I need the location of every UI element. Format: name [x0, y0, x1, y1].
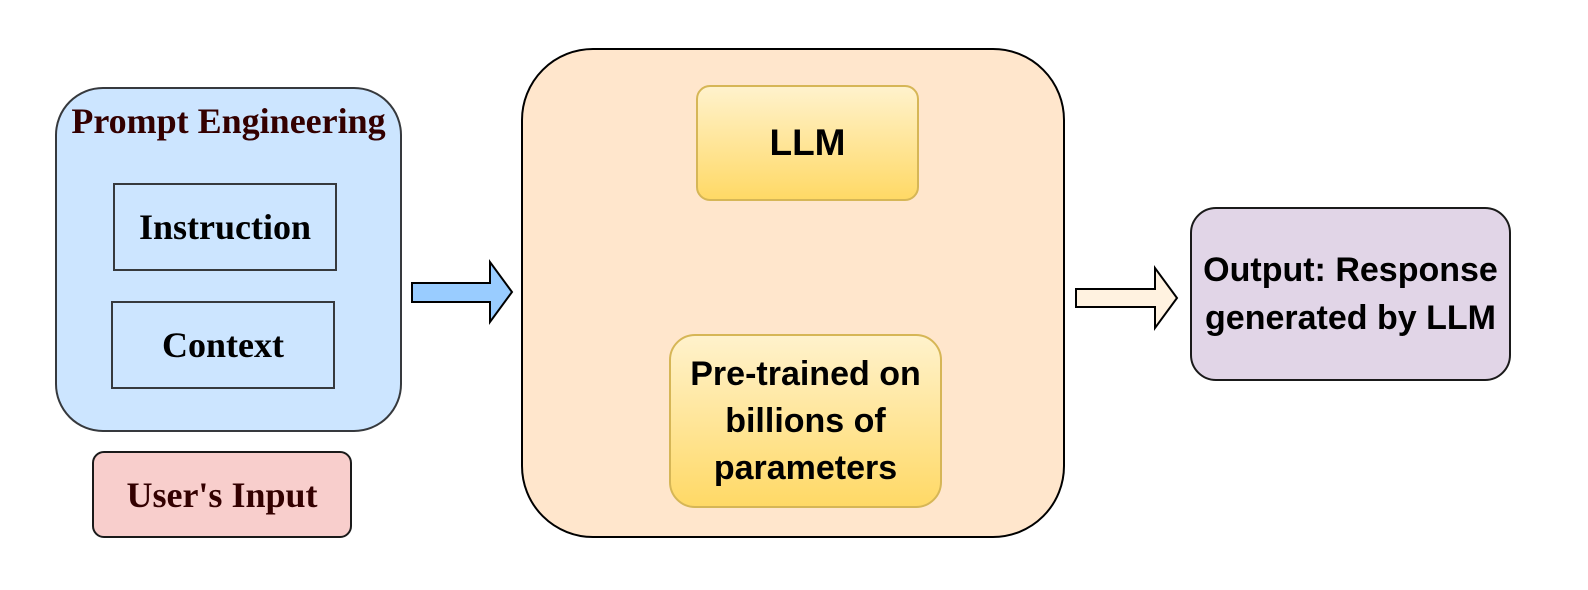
output-box: Output: Response generated by LLM [1190, 207, 1511, 381]
input-to-model-arrow [411, 258, 514, 326]
users-input-label: User's Input [92, 451, 352, 538]
pretrained-line: Pre-trained on [690, 354, 921, 393]
instruction-box: Instruction [113, 183, 337, 271]
context-box: Context [111, 301, 335, 389]
prompt-engineering-title: Prompt Engineering [71, 101, 386, 141]
pretrained-box: Pre-trained on billions of parameters [669, 334, 942, 508]
pretrained-line: parameters [713, 448, 898, 487]
output-line: Output: Response [1203, 251, 1498, 289]
pretrained-line: billions of [725, 401, 886, 440]
model-to-output-arrow [1075, 264, 1179, 332]
output-line: generated by LLM [1205, 299, 1496, 337]
llm-box: LLM [696, 85, 919, 201]
